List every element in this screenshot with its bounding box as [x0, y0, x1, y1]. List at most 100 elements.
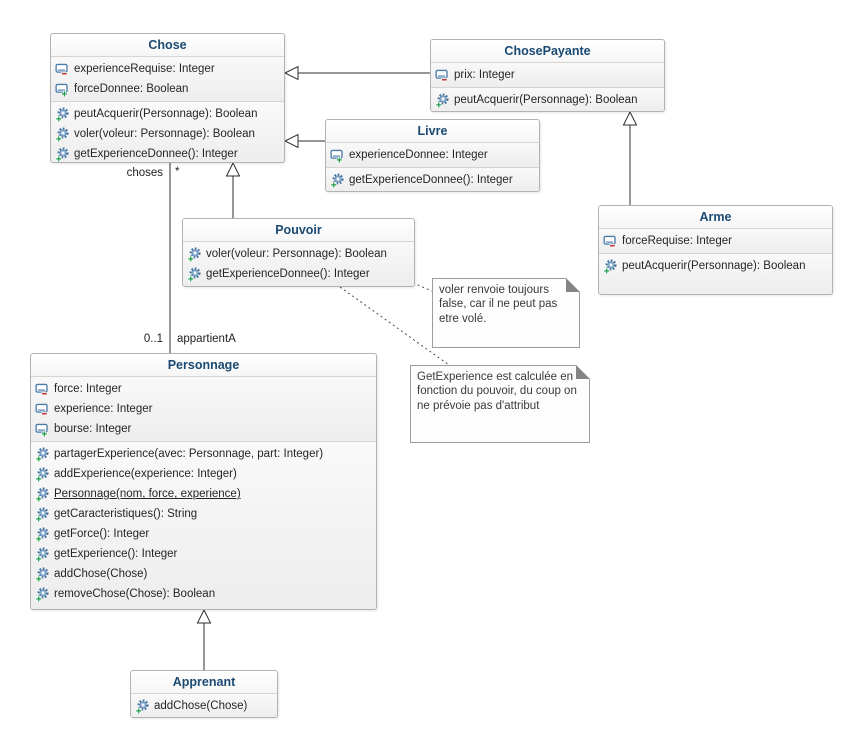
public-operation-icon [135, 699, 150, 714]
class-apprenant[interactable]: Apprenant addChose(Chose) [130, 670, 278, 718]
public-operation-icon [55, 127, 70, 142]
method-label: peutAcquerir(Personnage): Boolean [454, 94, 638, 106]
class-pouvoir-title[interactable]: Pouvoir [183, 219, 414, 241]
class-chosepayante-title[interactable]: ChosePayante [431, 40, 664, 62]
method-label: getForce(): Integer [54, 528, 150, 540]
public-operation-icon [35, 467, 50, 482]
attribute-row[interactable]: experienceRequise: Integer [55, 59, 280, 79]
note-fold-corner-icon [576, 365, 590, 379]
class-arme-title[interactable]: Arme [599, 206, 832, 228]
attribute-row[interactable]: forceDonnee: Boolean [55, 79, 280, 99]
public-operation-icon [603, 259, 618, 274]
public-operation-icon [35, 487, 50, 502]
public-operation-icon [187, 267, 202, 282]
method-row[interactable]: removeChose(Chose): Boolean [35, 584, 372, 604]
method-row[interactable]: peutAcquerir(Personnage): Boolean [435, 90, 660, 110]
method-row[interactable]: voler(voleur: Personnage): Boolean [55, 124, 280, 144]
class-chosepayante-methods: peutAcquerir(Personnage): Boolean [431, 87, 664, 111]
note-getexperience[interactable]: GetExperience est calculée en fonction d… [410, 365, 590, 443]
public-operation-icon [35, 547, 50, 562]
attribute-label: bourse: Integer [54, 423, 132, 435]
public-operation-icon [330, 173, 345, 188]
method-label: Personnage(nom, force, experience) [54, 488, 241, 500]
class-personnage[interactable]: Personnage force: Integer experience: In… [30, 353, 377, 610]
generalization-pouvoir-to-chose[interactable] [225, 161, 241, 218]
public-operation-icon [187, 247, 202, 262]
class-chose[interactable]: Chose experienceRequise: Integer forceDo… [50, 33, 285, 163]
note-text: GetExperience est calculée en fonction d… [417, 371, 577, 412]
public-operation-icon [55, 147, 70, 162]
note-link-getexperience[interactable] [339, 286, 450, 366]
method-row[interactable]: getForce(): Integer [35, 524, 372, 544]
public-operation-icon [435, 93, 450, 108]
method-row[interactable]: voler(voleur: Personnage): Boolean [187, 244, 410, 264]
attribute-row[interactable]: forceRequise: Integer [603, 231, 828, 251]
association-role-choses[interactable]: choses [126, 167, 163, 179]
method-label: getExperience(): Integer [54, 548, 178, 560]
association-multiplicity-star[interactable]: * [175, 166, 180, 178]
method-label: getExperienceDonnee(): Integer [74, 148, 238, 160]
generalization-chosepayante-to-chose[interactable] [283, 65, 430, 81]
class-chosepayante[interactable]: ChosePayante prix: Integer peutAcquerir(… [430, 39, 665, 112]
note-voler[interactable]: voler renvoie toujours false, car il ne … [432, 278, 580, 348]
attribute-row[interactable]: force: Integer [35, 379, 372, 399]
method-row[interactable]: getExperienceDonnee(): Integer [187, 264, 410, 284]
method-label: getExperienceDonnee(): Integer [349, 174, 513, 186]
class-personnage-attributes: force: Integer experience: Integer bours… [31, 376, 376, 441]
generalization-apprenant-to-personnage[interactable] [196, 608, 212, 670]
public-attribute-icon [55, 82, 70, 97]
private-attribute-icon [435, 68, 450, 83]
class-personnage-title[interactable]: Personnage [31, 354, 376, 376]
attribute-label: experienceDonnee: Integer [349, 149, 488, 161]
attribute-label: forceDonnee: Boolean [74, 83, 189, 95]
association-multiplicity-0-1[interactable]: 0..1 [143, 333, 163, 345]
method-row[interactable]: partagerExperience(avec: Personnage, par… [35, 444, 372, 464]
attribute-row[interactable]: experience: Integer [35, 399, 372, 419]
class-apprenant-title[interactable]: Apprenant [131, 671, 277, 693]
method-row[interactable]: getExperience(): Integer [35, 544, 372, 564]
private-attribute-icon [603, 234, 618, 249]
attribute-label: prix: Integer [454, 69, 515, 81]
class-arme[interactable]: Arme forceRequise: Integer peutAcquerir(… [598, 205, 833, 295]
method-label: removeChose(Chose): Boolean [54, 588, 216, 600]
public-operation-icon [35, 587, 50, 602]
class-livre-title[interactable]: Livre [326, 120, 539, 142]
method-row[interactable]: peutAcquerir(Personnage): Boolean [55, 104, 280, 124]
attribute-row[interactable]: experienceDonnee: Integer [330, 145, 535, 165]
association-name-appartienta[interactable]: appartientA [177, 333, 236, 345]
method-label: voler(voleur: Personnage): Boolean [206, 248, 387, 260]
public-attribute-icon [35, 422, 50, 437]
method-label: addChose(Chose) [54, 568, 148, 580]
note-fold-corner-icon [566, 278, 580, 292]
attribute-row[interactable]: bourse: Integer [35, 419, 372, 439]
attribute-label: experience: Integer [54, 403, 153, 415]
class-arme-methods: peutAcquerir(Personnage): Boolean [599, 253, 832, 294]
class-pouvoir[interactable]: Pouvoir voler(voleur: Personnage): Boole… [182, 218, 415, 287]
generalization-arme-to-chosepayante[interactable] [622, 110, 638, 205]
method-row[interactable]: addChose(Chose) [35, 564, 372, 584]
method-row[interactable]: addChose(Chose) [135, 696, 273, 716]
generalization-livre-to-chose[interactable] [283, 133, 325, 149]
public-operation-icon [35, 527, 50, 542]
class-pouvoir-methods: voler(voleur: Personnage): Boolean getEx… [183, 241, 414, 286]
class-arme-attributes: forceRequise: Integer [599, 228, 832, 253]
method-row-static-constructor[interactable]: Personnage(nom, force, experience) [35, 484, 372, 504]
method-row[interactable]: addExperience(experience: Integer) [35, 464, 372, 484]
method-row[interactable]: getExperienceDonnee(): Integer [330, 170, 535, 190]
attribute-label: forceRequise: Integer [622, 235, 732, 247]
attribute-row[interactable]: prix: Integer [435, 65, 660, 85]
method-row[interactable]: peutAcquerir(Personnage): Boolean [603, 256, 828, 276]
note-link-voler[interactable] [412, 282, 433, 292]
method-row[interactable]: getCaracteristiques(): String [35, 504, 372, 524]
method-label: partagerExperience(avec: Personnage, par… [54, 448, 324, 460]
public-operation-icon [35, 507, 50, 522]
class-chose-title[interactable]: Chose [51, 34, 284, 56]
attribute-label: experienceRequise: Integer [74, 63, 215, 75]
method-row[interactable]: getExperienceDonnee(): Integer [55, 144, 280, 163]
class-livre[interactable]: Livre experienceDonnee: Integer getExper… [325, 119, 540, 192]
class-personnage-methods: partagerExperience(avec: Personnage, par… [31, 441, 376, 609]
public-operation-icon [35, 447, 50, 462]
public-operation-icon [35, 567, 50, 582]
